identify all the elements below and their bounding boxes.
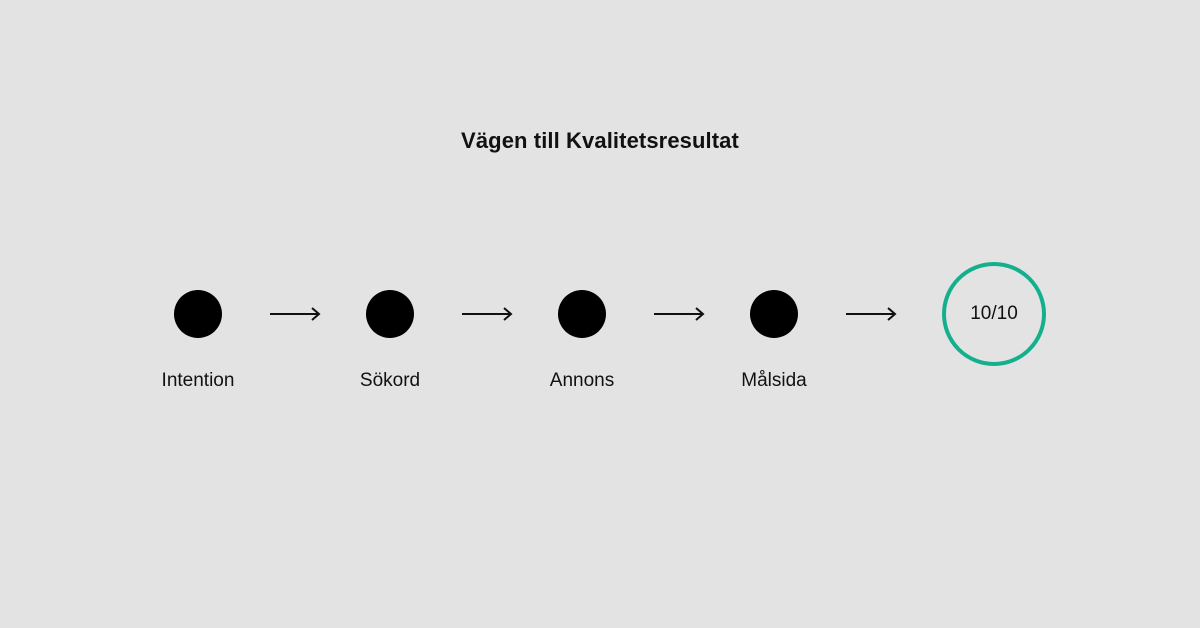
step-node-sokord — [366, 290, 414, 338]
step-node-intention — [174, 290, 222, 338]
right-arrow-icon — [270, 307, 321, 321]
step-label-intention: Intention — [161, 370, 235, 391]
right-arrow-icon — [846, 307, 897, 321]
right-arrow-icon — [654, 307, 705, 321]
diagram-title: Vägen till Kvalitetsresultat — [461, 128, 739, 153]
step-label-malsida: Målsida — [741, 370, 807, 391]
result-ring: 10/10 — [942, 262, 1046, 366]
step-node-malsida — [750, 290, 798, 338]
step-label-sokord: Sökord — [359, 370, 421, 391]
right-arrow-icon — [462, 307, 513, 321]
step-label-annons: Annons — [549, 370, 615, 391]
result-score: 10/10 — [970, 303, 1018, 324]
step-node-annons — [558, 290, 606, 338]
